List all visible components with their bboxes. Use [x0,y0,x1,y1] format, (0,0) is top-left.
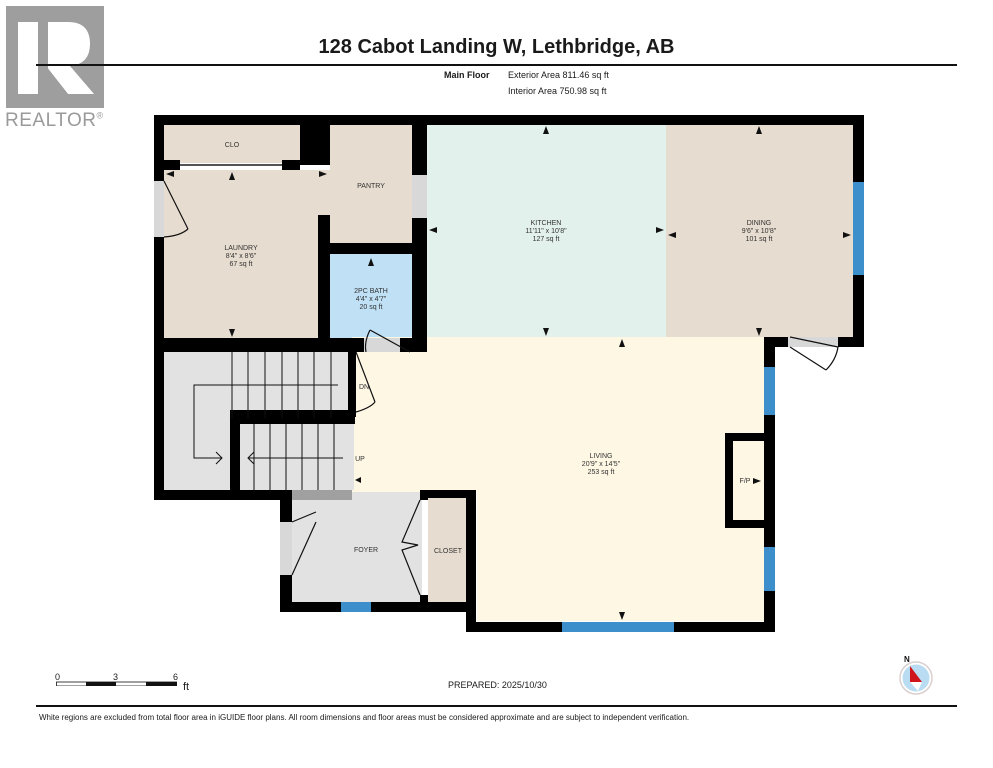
living-area: 253 sq ft [588,469,615,476]
label-bath: 2PC BATH [354,288,388,295]
prepared-date: PREPARED: 2025/10/30 [448,680,547,690]
kitchen-dims: 11'11" x 10'8" [525,228,567,235]
scale-unit: ft [183,681,190,693]
label-living: LIVING [590,453,613,460]
floor-name: Main Floor [444,70,490,80]
footer-divider [36,705,957,707]
room-pantry [330,125,412,245]
label-kitchen: KITCHEN [531,220,562,227]
label-dining: DINING [747,220,772,227]
room-laundry [164,170,319,338]
realtor-wordmark: REALTOR® [5,110,104,132]
room-bath [329,254,413,338]
realtor-r-icon [6,6,104,108]
stairs [193,352,343,490]
kitchen-area: 127 sq ft [533,236,560,243]
dining-dims: 9'6" x 10'8" [742,228,777,235]
disclaimer: White regions are excluded from total fl… [39,713,690,722]
title-divider [36,64,957,66]
room-living-lower [477,490,765,621]
room-laundry-connector [300,170,332,215]
door-swings [163,180,839,596]
scale-tick-3: 3 [113,672,119,682]
compass-icon: N [899,655,933,695]
exterior-area: Exterior Area 811.46 sq ft [508,70,609,80]
label-foyer: FOYER [354,547,378,554]
realtor-logo [6,6,106,110]
room-foyer [290,492,422,602]
living-dims: 20'9" x 14'5" [582,461,621,468]
label-laundry: LAUNDRY [224,245,258,252]
interior-area: Interior Area 750.98 sq ft [508,86,607,96]
room-dining [666,125,853,337]
windows [341,182,864,632]
laundry-dims: 8'4" x 8'6" [226,253,257,260]
label-stair-down: DN [359,384,369,391]
north-compass: N [896,654,936,695]
page-title: 128 Cabot Landing W, Lethbridge, AB [318,36,675,58]
laundry-area: 67 sq ft [230,261,253,268]
dimension-arrows [166,126,851,620]
label-clo: CLO [225,142,240,149]
label-stair-up: UP [355,456,365,463]
label-closet: CLOSET [434,548,463,555]
dining-area: 101 sq ft [746,236,773,243]
compass-north-label: N [904,655,910,664]
scale-tick-6: 6 [173,672,179,682]
scale-bar [56,681,177,686]
registered-mark: ® [96,110,104,121]
realtor-wordmark-text: REALTOR [5,110,97,131]
bath-dims: 4'4" x 4'7" [356,296,387,303]
label-fireplace: F/P [740,478,751,485]
room-closet [428,497,468,603]
room-clo [164,125,300,163]
scale-tick-0: 0 [55,672,61,682]
bath-area: 20 sq ft [360,304,383,311]
room-kitchen [427,125,666,337]
label-pantry: PANTRY [357,183,385,190]
room-living [352,337,765,492]
